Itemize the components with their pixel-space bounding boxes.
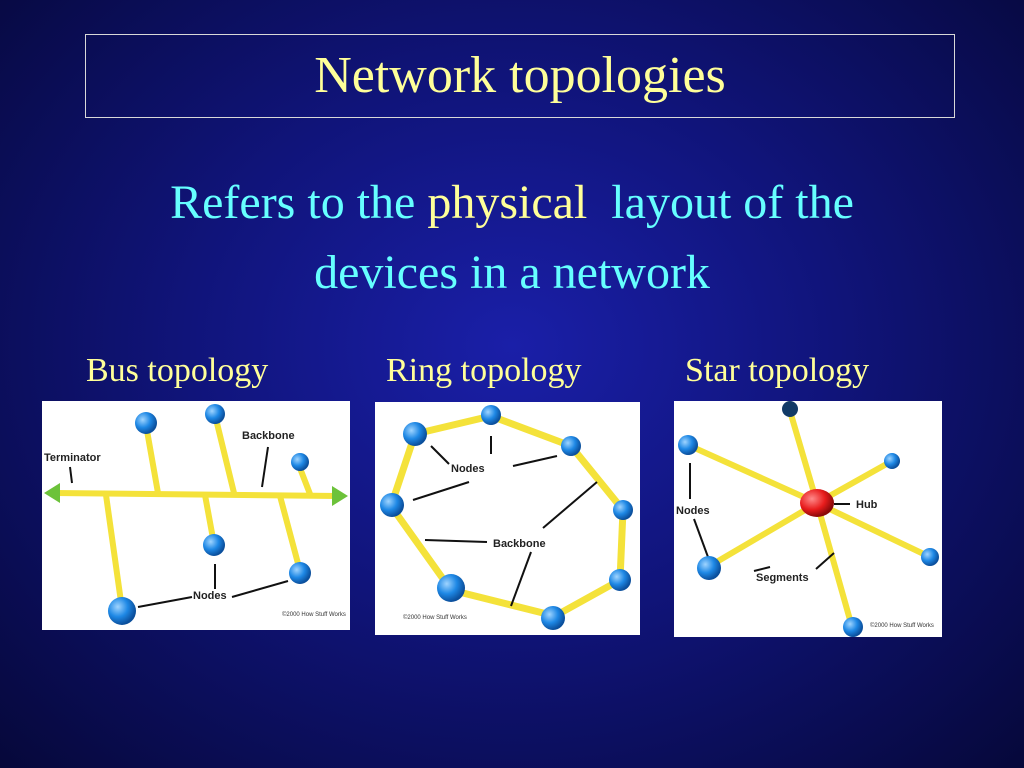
- star-node: [843, 617, 863, 637]
- ring-backbone: [387, 412, 627, 620]
- star-copyright: ©2000 How Stuff Works: [870, 622, 934, 629]
- bus-node: [289, 562, 311, 584]
- star-node: [884, 453, 900, 469]
- ring-node: [403, 422, 427, 446]
- ring-copyright: ©2000 How Stuff Works: [403, 614, 467, 621]
- bus-node: [203, 534, 225, 556]
- ring-node: [541, 606, 565, 630]
- slide-title: Network topologies: [314, 47, 726, 104]
- star-node: [697, 556, 721, 580]
- title-box: Network topologies: [85, 34, 955, 118]
- bus-copyright: ©2000 How Stuff Works: [282, 611, 346, 618]
- ring-node: [481, 405, 501, 425]
- bus-links: [51, 412, 341, 612]
- bus-nodes-label: Nodes: [193, 590, 227, 602]
- bus-backbone-line: [51, 490, 341, 499]
- bus-topology-label: Bus topology: [86, 352, 269, 389]
- star-segments-label: Segments: [756, 572, 809, 584]
- ring-node: [380, 493, 404, 517]
- bus-terminator-left: [44, 483, 60, 503]
- subtitle-line-2: devices in a network: [314, 246, 710, 299]
- bus-terminator-right: [332, 486, 348, 506]
- star-node: [678, 435, 698, 455]
- slide-subtitle: Refers to the physical layout of the dev…: [60, 168, 964, 308]
- star-topology-diagram: Nodes Hub Segments ©2000 How Stuff Works: [674, 401, 942, 637]
- subtitle-highlight: physical: [427, 176, 588, 229]
- bus-topology-svg: Terminator Backbone Nodes ©2000 How Stuf…: [44, 404, 348, 625]
- bus-topology-diagram: Terminator Backbone Nodes ©2000 How Stuf…: [42, 401, 350, 630]
- ring-node: [609, 569, 631, 591]
- ring-topology-svg: Nodes Backbone ©2000 How Stuff Works: [380, 405, 633, 630]
- bus-node: [108, 597, 136, 625]
- star-callouts: [689, 463, 850, 572]
- star-node: [782, 401, 798, 417]
- ring-node: [561, 436, 581, 456]
- bus-terminator-label: Terminator: [44, 452, 101, 464]
- ring-nodes-label: Nodes: [451, 463, 485, 475]
- star-hub-label: Hub: [856, 499, 878, 511]
- bus-node: [135, 412, 157, 434]
- bus-nodes: [108, 404, 311, 625]
- star-nodes-label: Nodes: [676, 505, 710, 517]
- star-topology-label: Star topology: [685, 352, 870, 389]
- bus-backbone-label: Backbone: [242, 430, 295, 442]
- subtitle-text-2: layout of the: [587, 176, 854, 229]
- ring-nodes: [380, 405, 633, 630]
- ring-topology-diagram: Nodes Backbone ©2000 How Stuff Works: [375, 402, 640, 635]
- bus-node: [291, 453, 309, 471]
- ring-backbone-label: Backbone: [493, 538, 546, 550]
- star-nodes: [678, 401, 939, 637]
- star-hub: [800, 489, 834, 517]
- star-segments: [685, 408, 933, 630]
- subtitle-text-1: Refers to the: [170, 176, 428, 229]
- star-node: [921, 548, 939, 566]
- ring-node: [437, 574, 465, 602]
- bus-node: [205, 404, 225, 424]
- ring-topology-label: Ring topology: [386, 352, 582, 389]
- star-topology-svg: Nodes Hub Segments ©2000 How Stuff Works: [676, 401, 939, 637]
- ring-callouts: [412, 436, 598, 607]
- bus-callouts: [69, 446, 289, 608]
- ring-node: [613, 500, 633, 520]
